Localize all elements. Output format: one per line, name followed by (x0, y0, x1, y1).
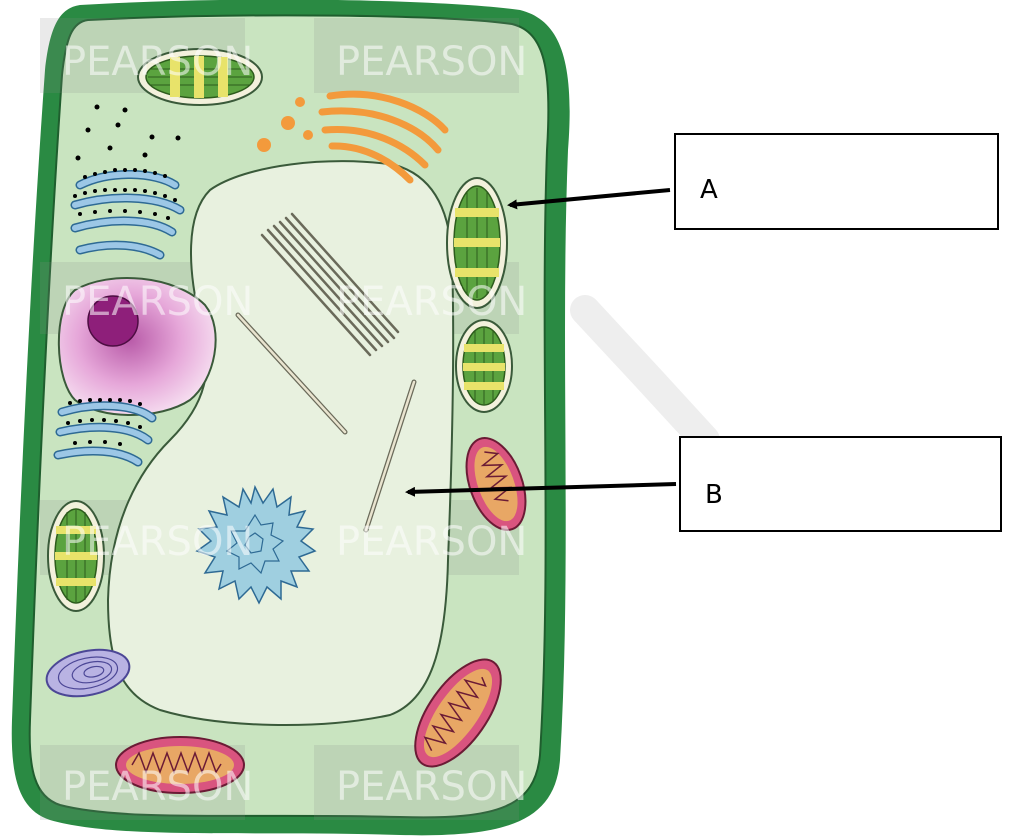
background-streak (585, 310, 705, 440)
label-box-a[interactable]: A (674, 133, 999, 230)
svg-text:PEARSON: PEARSON (62, 519, 253, 565)
svg-text:PEARSON: PEARSON (62, 764, 253, 810)
svg-text:PEARSON: PEARSON (62, 279, 253, 325)
label-b-text: B (705, 480, 723, 510)
label-a-text: A (700, 175, 718, 205)
svg-text:PEARSON: PEARSON (336, 519, 527, 565)
label-box-b[interactable]: B (679, 436, 1002, 532)
svg-text:PEARSON: PEARSON (336, 279, 527, 325)
chloroplast-right-middle (456, 320, 512, 412)
svg-text:PEARSON: PEARSON (336, 764, 527, 810)
svg-text:PEARSON: PEARSON (62, 39, 253, 85)
svg-text:PEARSON: PEARSON (336, 39, 527, 85)
